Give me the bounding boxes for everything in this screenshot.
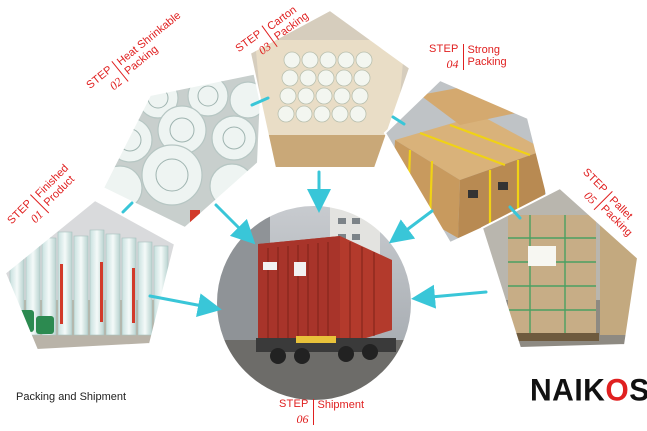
- arrow-5a: [508, 205, 522, 220]
- naikos-logo: NAIKOS: [530, 373, 647, 409]
- arrow-4a: [391, 115, 406, 126]
- arrow-3a: [250, 96, 270, 107]
- logo-text-o: O: [605, 373, 630, 408]
- arrow-2: [214, 203, 256, 245]
- pallet-photo: [482, 188, 638, 348]
- arrow-5: [411, 284, 488, 309]
- logo-text-a: NAIK: [530, 373, 606, 408]
- logo-text-b: S: [629, 373, 647, 408]
- arrow-1: [148, 293, 222, 317]
- arrow-1a: [121, 201, 134, 214]
- flow-arrows: [121, 96, 522, 317]
- diagram-caption: Packing and Shipment: [16, 391, 127, 403]
- shipment-photo: [216, 205, 412, 401]
- arrow-4: [388, 209, 434, 244]
